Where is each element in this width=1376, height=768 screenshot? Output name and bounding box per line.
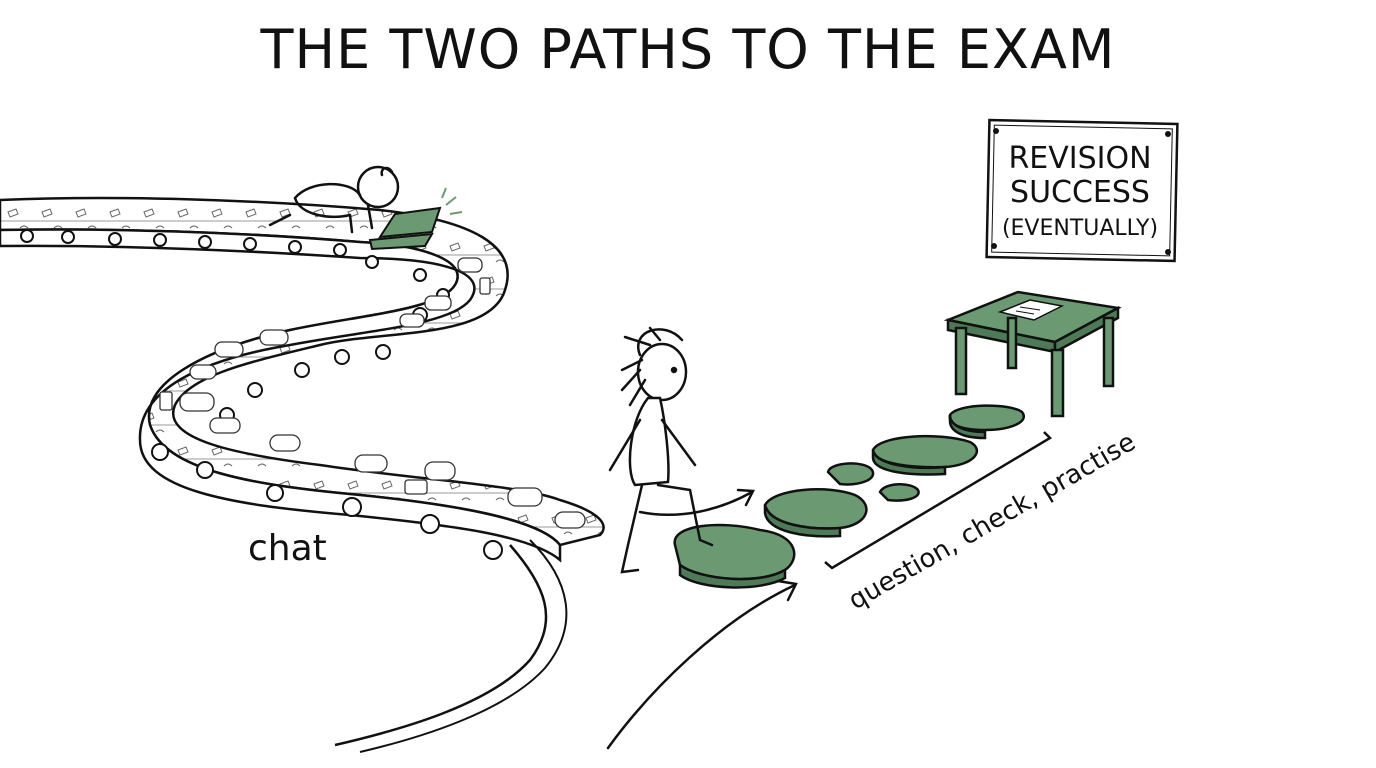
laptop-icon xyxy=(368,187,463,251)
belt-tail-inner xyxy=(359,539,568,753)
revision-sign: REVISION SUCCESS (EVENTUALLY) xyxy=(985,118,1179,263)
page-title: THE TWO PATHS TO THE EXAM xyxy=(260,18,1116,81)
step-arrow xyxy=(638,490,754,516)
belt-tail xyxy=(334,544,548,747)
sign-line-3: (EVENTUALLY) xyxy=(1002,216,1158,241)
sign-line-2: SUCCESS xyxy=(1010,175,1150,210)
stone-3 xyxy=(826,462,875,486)
head xyxy=(356,165,400,209)
conveyor-belt xyxy=(0,196,605,753)
method-bracket xyxy=(824,431,1053,570)
head xyxy=(636,342,688,402)
sign-line-1: REVISION xyxy=(1008,141,1151,176)
stone-6 xyxy=(948,404,1025,432)
stone-4 xyxy=(878,483,920,502)
path-arrow xyxy=(606,583,797,750)
chat-bubbles xyxy=(159,257,586,529)
stepping-stones xyxy=(673,404,1025,589)
arrows xyxy=(606,488,798,750)
exam-table xyxy=(943,290,1122,418)
walking-person xyxy=(608,326,714,574)
chat-label: chat xyxy=(248,528,327,569)
person-on-belt xyxy=(268,165,400,234)
